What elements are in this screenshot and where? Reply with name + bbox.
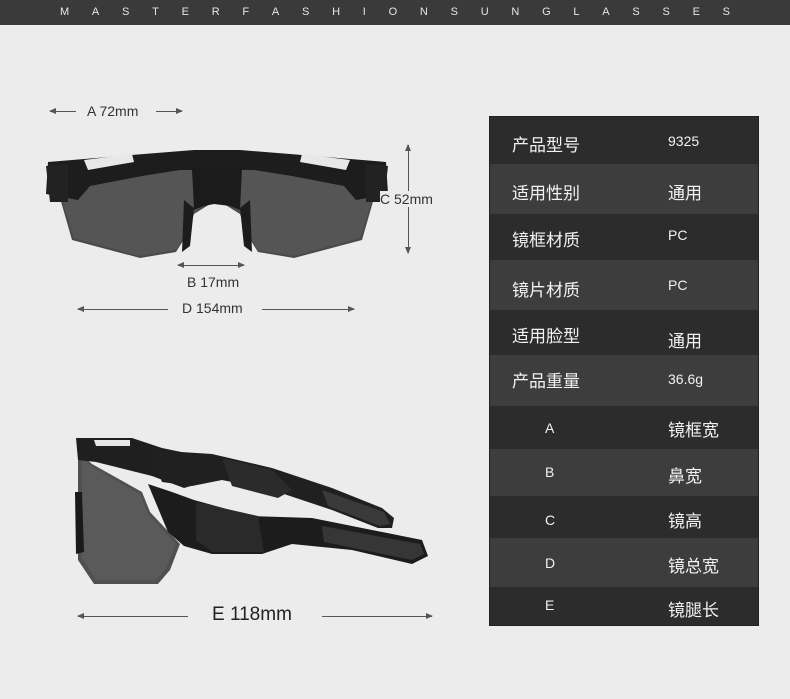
- brand-letter: S: [722, 6, 730, 18]
- brand-letter: F: [242, 6, 250, 18]
- sunglasses-front-image: [46, 150, 388, 258]
- spec-row-gender: 适用性别 通用: [490, 164, 758, 214]
- brand-letter: E: [181, 6, 189, 18]
- spec-value: 通用: [668, 332, 702, 351]
- dim-e-left-arrow: [77, 613, 188, 619]
- spec-row-face-shape: 适用脸型 通用: [490, 310, 758, 355]
- brand-letter: I: [362, 6, 366, 18]
- brand-name: M A S T E R F A S H I O N S U N G L A S …: [60, 6, 730, 18]
- spec-label: 镜框材质: [512, 231, 580, 250]
- spec-label: 适用脸型: [512, 327, 580, 346]
- dim-a-label: A 72mm: [87, 103, 139, 119]
- dim-c-label: C 52mm: [380, 191, 433, 207]
- brand-banner: M A S T E R F A S H I O N S U N G L A S …: [0, 0, 790, 25]
- brand-letter: S: [662, 6, 670, 18]
- spec-label: 适用性别: [512, 184, 580, 203]
- spec-label: 产品重量: [512, 372, 580, 391]
- brand-letter: S: [301, 6, 310, 18]
- spec-row-frame-material: 镜框材质 PC: [490, 214, 758, 260]
- dim-a-right-arrow: [156, 108, 183, 114]
- spec-value: 36.6g: [668, 371, 704, 387]
- legend-letter: E: [545, 597, 555, 613]
- dim-d-right-arrow: [262, 306, 355, 312]
- brand-letter: A: [91, 6, 100, 18]
- spec-value: PC: [668, 227, 688, 243]
- brand-letter: A: [271, 6, 280, 18]
- brand-letter: G: [542, 6, 551, 18]
- legend-row-b: B 鼻宽: [490, 449, 758, 496]
- brand-letter: S: [122, 6, 130, 18]
- brand-letter: O: [388, 6, 398, 18]
- legend-row-d: D 镜总宽: [490, 538, 758, 587]
- spec-label: 镜片材质: [512, 281, 580, 300]
- brand-letter: S: [450, 6, 458, 18]
- dim-d-left-arrow: [77, 306, 168, 312]
- brand-letter: R: [211, 6, 220, 18]
- spec-table: 产品型号 9325 适用性别 通用 镜框材质 PC 镜片材质 PC 适用脸型 通…: [489, 116, 759, 626]
- spec-label: 产品型号: [512, 136, 580, 155]
- brand-letter: H: [332, 6, 341, 18]
- legend-meaning: 鼻宽: [668, 467, 702, 486]
- sunglasses-side-image: [75, 438, 428, 584]
- dim-e-right-arrow: [322, 613, 433, 619]
- brand-letter: N: [419, 6, 428, 18]
- brand-letter: E: [692, 6, 700, 18]
- spec-row-weight: 产品重量 36.6g: [490, 355, 758, 406]
- legend-meaning: 镜框宽: [668, 421, 719, 440]
- dim-e-label: E 118mm: [212, 604, 292, 625]
- legend-letter: B: [545, 464, 555, 480]
- legend-letter: C: [545, 512, 556, 528]
- spec-value: 通用: [668, 184, 702, 203]
- brand-letter: N: [511, 6, 520, 18]
- brand-letter: T: [152, 6, 159, 18]
- spec-value: 9325: [668, 133, 700, 149]
- spec-value: PC: [668, 277, 688, 293]
- spec-row-lens-material: 镜片材质 PC: [490, 260, 758, 310]
- legend-letter: A: [545, 420, 555, 436]
- legend-meaning: 镜高: [668, 512, 702, 531]
- dim-d-label: D 154mm: [182, 300, 243, 316]
- spec-row-model: 产品型号 9325: [490, 117, 758, 164]
- brand-letter: U: [480, 6, 489, 18]
- legend-row-a: A 镜框宽: [490, 406, 758, 449]
- dim-a-left-arrow: [49, 108, 76, 114]
- brand-letter: M: [60, 6, 70, 18]
- dim-b-label: B 17mm: [187, 274, 240, 290]
- legend-letter: D: [545, 555, 556, 571]
- legend-row-c: C 镜高: [490, 496, 758, 538]
- brand-letter: A: [602, 6, 610, 18]
- legend-row-e: E 镜腿长: [490, 587, 758, 625]
- brand-letter: L: [573, 6, 580, 18]
- brand-letter: S: [632, 6, 640, 18]
- legend-meaning: 镜总宽: [668, 557, 719, 576]
- legend-meaning: 镜腿长: [668, 601, 719, 620]
- dim-b-arrow: [177, 262, 245, 268]
